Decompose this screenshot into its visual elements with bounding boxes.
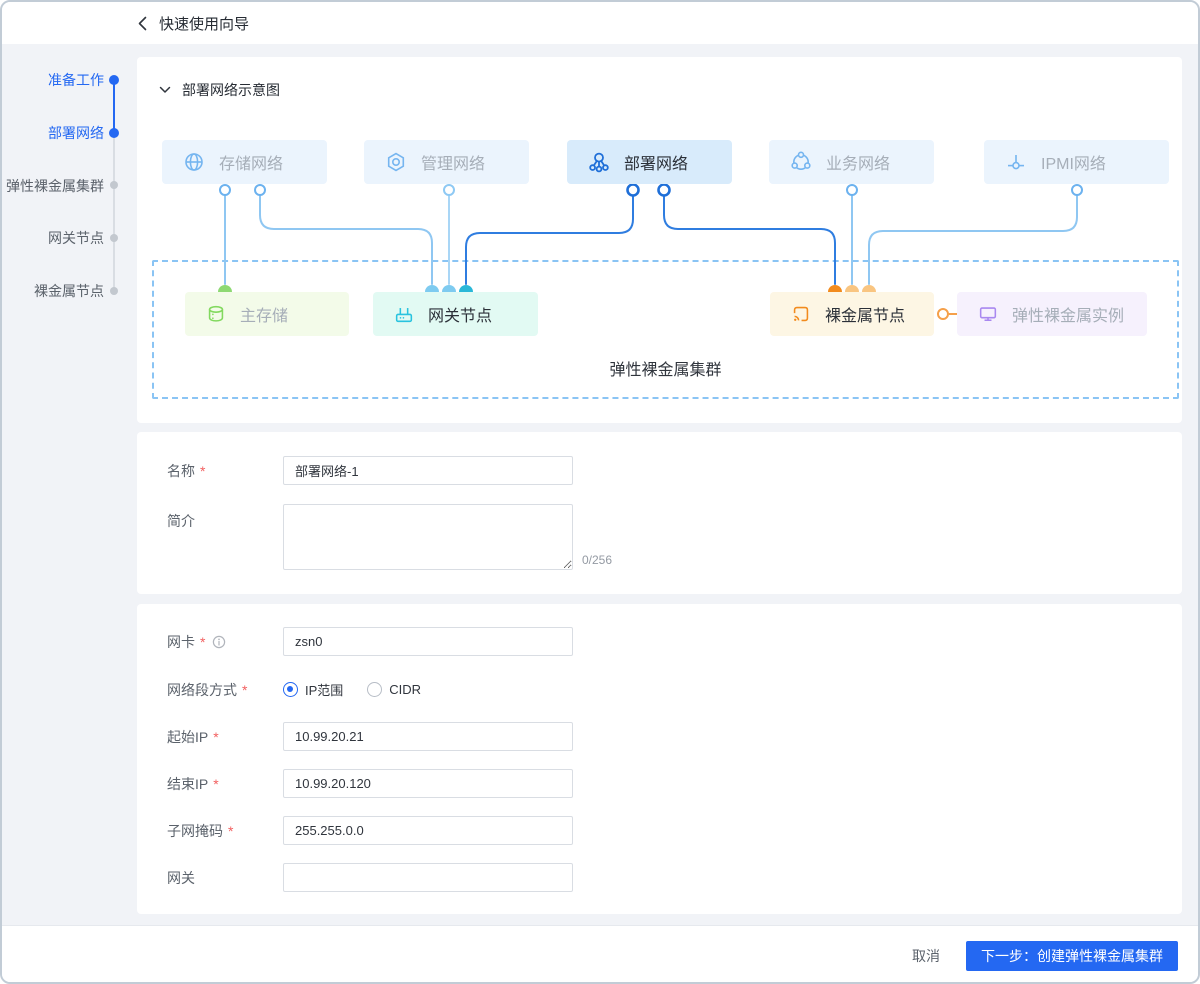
node-label: 网关节点 <box>428 308 493 325</box>
step-connector-line-done <box>113 80 115 133</box>
wizard-steps: 准备工作 部署网络 弹性裸金属集群 网关节点 裸金属节点 <box>2 44 134 344</box>
node-label: 管理网络 <box>421 156 486 173</box>
hexagon-nut-icon <box>387 152 405 172</box>
netmask-input[interactable] <box>283 816 573 845</box>
start-ip-label: 起始IP* <box>167 728 219 745</box>
sidebar-step-cluster[interactable]: 弹性裸金属集群 <box>6 177 104 194</box>
stub-ring <box>1071 184 1083 196</box>
basic-info-card: 名称* 简介 0/256 <box>137 432 1182 594</box>
nic-input[interactable] <box>283 627 573 656</box>
chevron-left-icon <box>138 16 147 30</box>
node-label: 弹性裸金属实例 <box>1012 308 1125 325</box>
node-primary-storage[interactable]: 主存储 <box>185 292 349 336</box>
node-business-network[interactable]: 业务网络 <box>769 140 934 184</box>
end-ip-input[interactable] <box>283 769 573 798</box>
node-label: 部署网络 <box>624 156 689 173</box>
step-dot <box>109 75 119 85</box>
end-ip-label: 结束IP* <box>167 775 219 792</box>
segment-mode-label: 网络段方式* <box>167 681 248 698</box>
radio-label: CIDR <box>389 682 422 697</box>
cast-icon <box>793 306 809 322</box>
sidebar-step-baremetal[interactable]: 裸金属节点 <box>34 282 104 299</box>
segment-mode-radio-group: IP范围 CIDR <box>283 680 421 699</box>
description-label: 简介 <box>167 513 195 529</box>
node-ipmi-network[interactable]: IPMI网络 <box>984 140 1169 184</box>
sidebar-step-gateway[interactable]: 网关节点 <box>48 230 104 246</box>
name-input[interactable] <box>283 456 573 485</box>
node-elastic-instance[interactable]: 弹性裸金属实例 <box>957 292 1147 336</box>
cancel-button[interactable]: 取消 <box>912 948 940 964</box>
radio-circle <box>283 682 298 697</box>
stub-ring <box>254 184 266 196</box>
diagram-section-title: 部署网络示意图 <box>182 82 280 98</box>
stub-ring-active <box>657 183 671 197</box>
step-dot <box>109 128 119 138</box>
ground-icon <box>1008 155 1024 170</box>
page-title: 快速使用向导 <box>159 15 250 33</box>
name-label: 名称* <box>167 462 206 479</box>
chevron-down-icon <box>159 86 171 93</box>
node-baremetal[interactable]: 裸金属节点 <box>770 292 934 336</box>
node-label: 存储网络 <box>219 156 284 173</box>
radio-label: IP范围 <box>305 683 344 698</box>
step-dot <box>110 287 118 295</box>
globe-icon <box>185 153 203 171</box>
description-textarea[interactable] <box>283 504 573 570</box>
gateway-input[interactable] <box>283 863 573 892</box>
char-counter: 0/256 <box>582 553 613 567</box>
back-button[interactable]: 快速使用向导 <box>138 13 249 34</box>
node-gateway[interactable]: 网关节点 <box>373 292 538 336</box>
required-asterisk: * <box>200 462 206 479</box>
share-nodes-icon <box>589 152 609 173</box>
netmask-label: 子网掩码* <box>167 822 234 839</box>
start-ip-input[interactable] <box>283 722 573 751</box>
node-storage-network[interactable]: 存储网络 <box>162 140 327 184</box>
node-label: 主存储 <box>240 308 289 325</box>
node-deploy-network[interactable]: 部署网络 <box>567 140 732 184</box>
step-connector-line <box>113 133 115 291</box>
node-label: 业务网络 <box>826 156 891 173</box>
radio-circle <box>367 682 383 697</box>
gateway-label: 网关 <box>167 869 195 886</box>
network-diagram-card: 部署网络示意图 弹性裸金属集群 <box>137 57 1182 423</box>
info-icon[interactable] <box>212 635 226 649</box>
stub-ring <box>219 184 231 196</box>
radio-cidr[interactable]: CIDR <box>367 682 421 697</box>
router-icon <box>395 308 413 323</box>
next-step-button[interactable]: 下一步：创建弹性裸金属集群 <box>966 941 1178 971</box>
sidebar-step-deploy-network[interactable]: 部署网络 <box>48 125 104 141</box>
stub-ring <box>443 184 455 196</box>
node-label: IPMI网络 <box>1041 156 1106 173</box>
radio-ip-range[interactable]: IP范围 <box>283 680 343 699</box>
diagram-section-toggle[interactable]: 部署网络示意图 <box>159 80 280 100</box>
stub-ring-active <box>626 183 640 197</box>
network-config-card: 网卡* 网络段方式* IP范围 CIDR <box>137 604 1182 914</box>
stub-ring <box>846 184 858 196</box>
step-dot <box>110 181 118 189</box>
node-mgmt-network[interactable]: 管理网络 <box>364 140 529 184</box>
molecule-icon <box>791 151 811 170</box>
nic-label: 网卡* <box>137 632 283 652</box>
sidebar-step-prepare[interactable]: 准备工作 <box>48 72 104 88</box>
step-dot <box>110 234 118 242</box>
topbar: 快速使用向导 <box>2 2 1198 44</box>
database-icon <box>208 305 224 322</box>
node-label: 裸金属节点 <box>825 308 906 325</box>
cluster-label: 弹性裸金属集群 <box>609 362 722 379</box>
footer-bar: 取消 下一步：创建弹性裸金属集群 <box>2 925 1198 982</box>
monitor-icon <box>979 307 997 322</box>
